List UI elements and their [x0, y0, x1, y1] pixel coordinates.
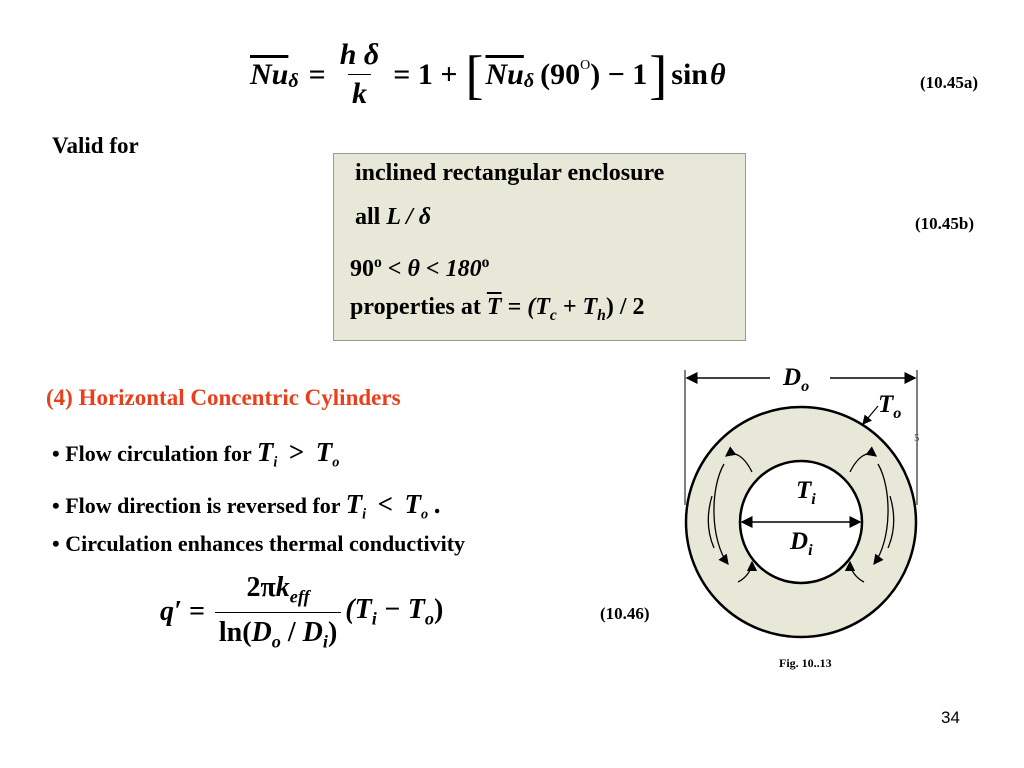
bullet-flow-reversed: • Flow direction is reversed for Ti < To… — [52, 489, 441, 523]
circulation-arrow-right-inner — [887, 495, 895, 549]
circulation-arrow-left-top — [724, 446, 753, 473]
degree-symbol: O — [580, 57, 591, 73]
delta-subscript: δ — [288, 70, 299, 92]
bullet-circulation-conductivity: • Circulation enhances thermal conductiv… — [52, 531, 466, 556]
condition-properties: properties at T = (Tc + Th) / 2 — [350, 294, 645, 324]
ninety-arg: (90 — [540, 57, 581, 91]
condition-angle-range: 90o < θ < 180o — [350, 254, 490, 282]
equation-10-45a: Nu δ = h δ k = 1 + [ Nu δ (90 O ) − 1 ] … — [250, 38, 726, 111]
equation-number-10-46: (10.46) — [600, 604, 650, 623]
label-outer-diameter: Do — [783, 364, 810, 395]
minus-one: ) − 1 — [590, 57, 648, 91]
condition-aspect-ratio: all L / δ — [355, 204, 432, 230]
nu-symbol-2: Nu — [485, 57, 524, 91]
left-bracket: [ — [465, 44, 484, 105]
circulation-arrow-left-inner — [707, 495, 715, 549]
conductance-fraction: 2πkeff ln(Do / Di) — [214, 572, 342, 652]
h-delta-over-k: h δ k — [339, 38, 380, 110]
equation-number-10-45b: (10.45b) — [915, 214, 975, 233]
page-number: 34 — [941, 708, 960, 727]
equals-one-plus: = 1 + — [393, 57, 458, 91]
delta-subscript-2: δ — [523, 70, 535, 92]
condition-enclosure: inclined rectangular enclosure — [355, 160, 665, 186]
validity-conditions-box: inclined rectangular enclosure all L / δ… — [333, 153, 746, 341]
equation-10-46: q′ = 2πkeff ln(Do / Di) (Ti − To) — [160, 572, 443, 652]
section-heading: (4) Horizontal Concentric Cylinders — [46, 385, 401, 410]
circulation-arrow-right-outer — [873, 463, 889, 566]
to-leader-arrow — [862, 405, 879, 425]
temperature-difference: (Ti − To) — [345, 594, 444, 629]
sin-function: sin — [671, 57, 708, 91]
circulation-arrow-left-bottom — [737, 560, 758, 583]
q-prime-lhs: q′ = — [160, 596, 205, 628]
figure-caption: Fig. 10..13 — [779, 656, 832, 670]
theta-symbol: θ — [709, 57, 726, 91]
label-inner-temperature: Ti — [796, 477, 816, 508]
bullet-flow-circulation: • Flow circulation for Ti > To — [52, 437, 340, 471]
valid-for-label: Valid for — [52, 133, 139, 158]
equation-number-10-45a: (10.45a) — [920, 73, 979, 92]
nu-symbol: Nu — [250, 57, 289, 91]
circulation-arrow-left-outer — [713, 463, 729, 566]
circulation-arrow-right-top — [849, 446, 878, 473]
label-inner-diameter: Di — [790, 528, 813, 559]
right-bracket: ] — [649, 44, 668, 105]
label-outer-temperature: To — [878, 391, 902, 422]
figure-mark: 5 — [914, 432, 920, 444]
concentric-cylinders-figure — [684, 370, 918, 639]
circulation-arrow-right-bottom — [844, 560, 865, 583]
equals-sign: = — [308, 57, 326, 91]
